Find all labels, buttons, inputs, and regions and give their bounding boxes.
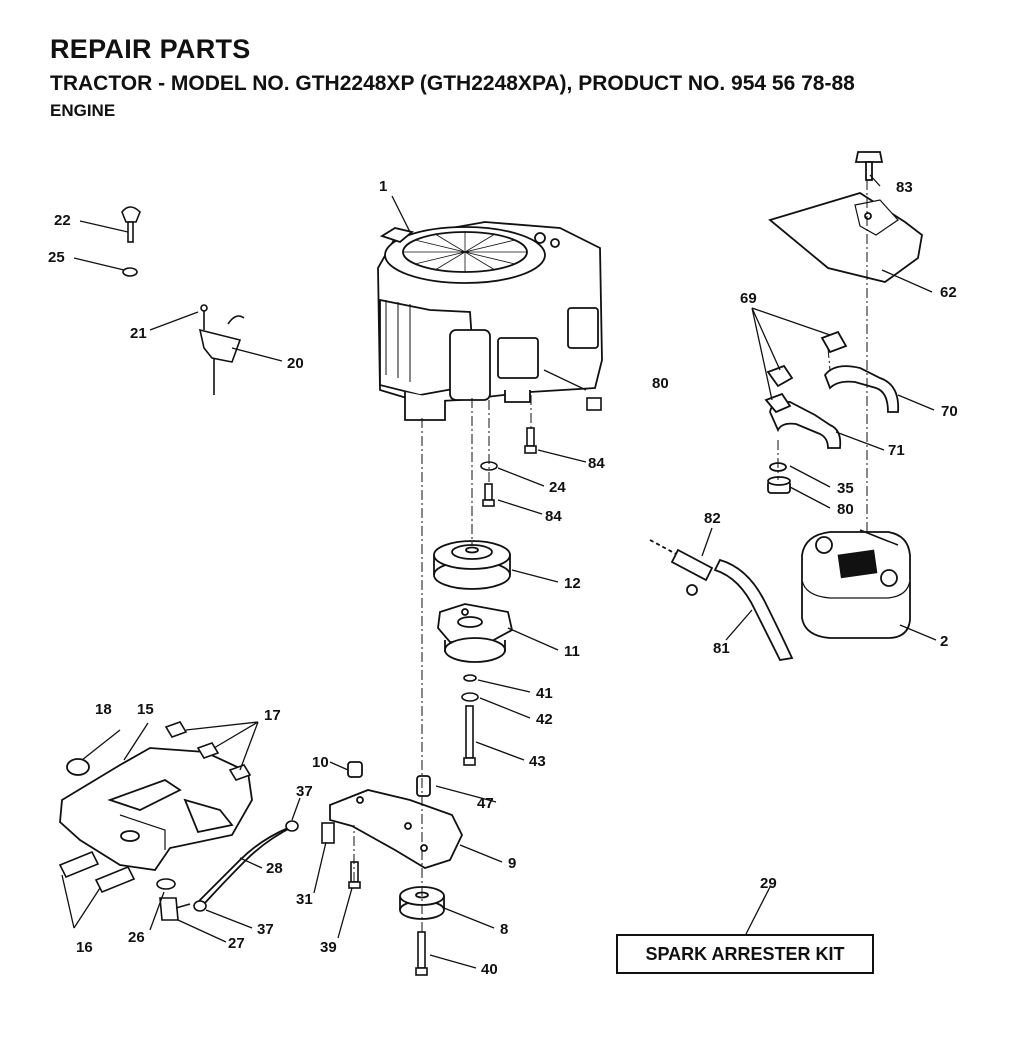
spark-arrester-part — [649, 539, 794, 661]
engine-part — [377, 221, 603, 421]
callout-labels: 1 22 25 21 20 80 84 24 84 12 11 41 42 43… — [48, 178, 958, 978]
callout-15: 15 — [137, 701, 154, 718]
clutch-11-part — [437, 603, 514, 663]
callout-20: 20 — [287, 355, 304, 372]
page-title: REPAIR PARTS — [50, 34, 251, 64]
center-lines — [353, 180, 868, 932]
callout-35: 35 — [837, 480, 854, 497]
callout-16: 16 — [76, 939, 93, 956]
callout-24: 24 — [549, 479, 566, 496]
fuel-tank-part — [59, 747, 253, 871]
callout-10: 10 — [312, 754, 329, 771]
bracket-9-part — [329, 789, 464, 869]
callout-83: 83 — [896, 179, 913, 196]
muffler-part — [801, 529, 911, 639]
cap-10-part — [347, 761, 363, 778]
callout-41: 41 — [536, 685, 553, 702]
fuel-cap-18-part — [66, 758, 90, 776]
callout-2: 2 — [940, 633, 948, 650]
callout-29: 29 — [760, 875, 777, 892]
callout-1: 1 — [379, 178, 387, 195]
callout-84-a: 84 — [588, 455, 605, 472]
callout-26: 26 — [128, 929, 145, 946]
exhaust-pipes-part — [764, 330, 900, 449]
spacer-47-part — [416, 775, 431, 797]
callout-28: 28 — [266, 860, 283, 877]
page-subtitle: TRACTOR - MODEL NO. GTH2248XP (GTH2248XP… — [50, 72, 855, 95]
callout-84-b: 84 — [545, 508, 562, 525]
leader-lines — [61, 174, 937, 969]
callout-40: 40 — [481, 961, 498, 978]
callout-25: 25 — [48, 249, 65, 266]
callout-80-b: 80 — [837, 501, 854, 518]
pads-16-17-part — [58, 721, 252, 894]
callout-9: 9 — [508, 855, 516, 872]
heat-shield-part — [768, 192, 923, 283]
callout-62: 62 — [940, 284, 957, 301]
callout-69: 69 — [740, 290, 757, 307]
callout-22: 22 — [54, 212, 71, 229]
spark-arrester-kit-label: SPARK ARRESTER KIT — [616, 934, 874, 974]
callout-47: 47 — [477, 795, 494, 812]
pulley-12-part — [433, 540, 511, 590]
callout-42: 42 — [536, 711, 553, 728]
callout-18: 18 — [95, 701, 112, 718]
throttle-control-part — [121, 206, 245, 395]
callout-82: 82 — [704, 510, 721, 527]
callout-37-b: 37 — [257, 921, 274, 938]
callout-70: 70 — [941, 403, 958, 420]
callout-8: 8 — [500, 921, 508, 938]
callout-71: 71 — [888, 442, 905, 459]
fuel-line-part — [197, 825, 295, 905]
washer-nut-35-80 — [767, 462, 791, 494]
knob-part — [854, 151, 884, 181]
callout-81: 81 — [713, 640, 730, 657]
callout-43: 43 — [529, 753, 546, 770]
callout-11: 11 — [564, 643, 580, 660]
callout-17: 17 — [264, 707, 281, 724]
callout-39: 39 — [320, 939, 337, 956]
callout-21: 21 — [130, 325, 147, 342]
section-title: ENGINE — [50, 101, 116, 120]
fittings-26-27-37-part — [156, 820, 299, 921]
callout-37-a: 37 — [296, 783, 313, 800]
callout-80-a: 80 — [652, 375, 669, 392]
callout-12: 12 — [564, 575, 581, 592]
callout-27: 27 — [228, 935, 245, 952]
callout-31: 31 — [296, 891, 313, 908]
